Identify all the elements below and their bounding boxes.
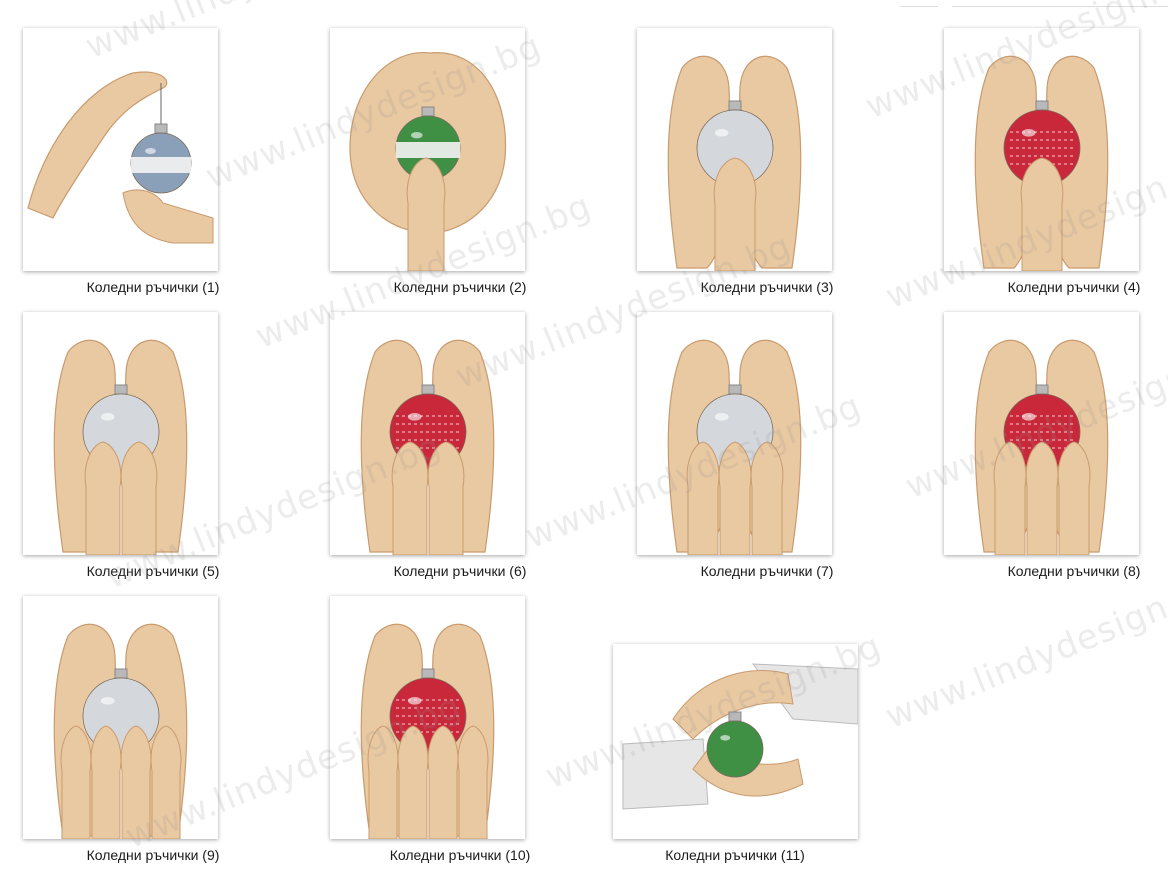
child-hand: [122, 189, 214, 244]
file-name-7[interactable]: Коледни ръчички (7): [700, 563, 834, 579]
ornament-cap: [1035, 384, 1049, 395]
ornament-cap: [728, 711, 742, 722]
file-name-1[interactable]: Коледни ръчички (1): [86, 279, 220, 295]
file-item-11[interactable]: Коледни ръчички (11): [582, 592, 888, 876]
child-hand: [367, 725, 399, 839]
file-item-10[interactable]: Коледни ръчички (10): [307, 592, 613, 876]
child-hand: [391, 441, 429, 555]
ornament-cap: [728, 100, 742, 111]
file-item-6[interactable]: Коледни ръчички (6): [307, 308, 613, 592]
ornament-highlight: [145, 148, 156, 154]
ornament-highlight: [407, 697, 422, 705]
ornament-ball: [706, 720, 764, 778]
ornament-highlight: [407, 413, 422, 421]
adult-hand: [27, 71, 168, 219]
file-name-8[interactable]: Коледни ръчички (8): [1007, 563, 1141, 579]
ornament-cap: [1035, 100, 1049, 111]
file-name-10[interactable]: Коледни ръчички (10): [389, 847, 531, 863]
artwork-11: [622, 663, 858, 810]
child-hand: [457, 725, 489, 839]
artwork-2: [349, 52, 507, 271]
artwork-6: [360, 339, 495, 555]
child-hand: [60, 725, 92, 839]
child-hand: [993, 441, 1027, 555]
artwork-1: [27, 71, 214, 244]
file-thumbnail-6[interactable]: [330, 312, 525, 555]
ornament-cap: [154, 123, 168, 134]
adult-hand-top: [672, 669, 794, 740]
child-hand: [713, 157, 757, 271]
artwork-10: [360, 623, 495, 839]
ornament-highlight: [100, 697, 115, 705]
file-thumbnail-2[interactable]: [330, 28, 525, 271]
child-hand: [150, 725, 182, 839]
toolbar-segment: [900, 0, 938, 7]
child-hand: [90, 725, 122, 839]
file-name-3[interactable]: Коледни ръчички (3): [700, 279, 834, 295]
child-hand: [120, 725, 152, 839]
file-thumbnail-8[interactable]: [944, 312, 1139, 555]
ornament-cap: [421, 668, 435, 679]
ornament-highlight: [100, 413, 115, 421]
ornament-cap: [421, 384, 435, 395]
child-hand: [750, 441, 784, 555]
file-name-5[interactable]: Коледни ръчички (5): [86, 563, 220, 579]
child-hand: [120, 441, 158, 555]
child-hand: [84, 441, 122, 555]
ornament-highlight: [714, 129, 729, 137]
ornament-highlight: [720, 735, 731, 741]
file-thumbnail-7[interactable]: [637, 312, 832, 555]
file-item-9[interactable]: Коледни ръчички (9): [0, 592, 306, 876]
child-hand: [1057, 441, 1091, 555]
file-name-11[interactable]: Коледни ръчички (11): [665, 847, 805, 863]
child-hand: [406, 157, 446, 271]
file-thumbnail-10[interactable]: [330, 596, 525, 839]
sweater-sleeve-bottom: [622, 738, 709, 810]
explorer-top-edge: [0, 0, 1168, 7]
ornament-highlight: [411, 132, 423, 139]
artwork-4: [974, 55, 1109, 271]
file-item-8[interactable]: Коледни ръчички (8): [921, 308, 1168, 592]
file-thumbnail-5[interactable]: [23, 312, 218, 555]
artwork-7: [667, 339, 802, 555]
file-name-2[interactable]: Коледни ръчички (2): [393, 279, 527, 295]
child-hand: [1020, 157, 1064, 271]
file-thumbnail-1[interactable]: [23, 28, 218, 271]
ornament-cap: [114, 668, 128, 679]
file-item-4[interactable]: Коледни ръчички (4): [921, 24, 1168, 308]
search-box-edge: [952, 0, 1168, 7]
file-item-3[interactable]: Коледни ръчички (3): [614, 24, 920, 308]
file-thumbnail-4[interactable]: [944, 28, 1139, 271]
ornament-cap: [421, 106, 435, 117]
child-hand: [397, 725, 429, 839]
ornament-band: [396, 142, 460, 158]
child-hand: [686, 441, 720, 555]
file-item-1[interactable]: Коледни ръчички (1): [0, 24, 306, 308]
ornament-highlight: [1021, 413, 1036, 421]
artwork-8: [974, 339, 1109, 555]
file-thumbnail-11[interactable]: [613, 644, 858, 839]
artwork-5: [53, 339, 188, 555]
file-thumbnail-9[interactable]: [23, 596, 218, 839]
ornament-highlight: [714, 413, 729, 421]
artwork-9: [53, 623, 188, 839]
child-hand: [427, 441, 465, 555]
artwork-3: [667, 55, 802, 271]
file-thumbnail-3[interactable]: [637, 28, 832, 271]
file-item-7[interactable]: Коледни ръчички (7): [614, 308, 920, 592]
file-name-6[interactable]: Коледни ръчички (6): [393, 563, 527, 579]
child-hand: [718, 441, 752, 555]
ornament-cap: [114, 384, 128, 395]
ornament-band: [131, 157, 191, 173]
file-name-4[interactable]: Коледни ръчички (4): [1007, 279, 1141, 295]
file-item-5[interactable]: Коледни ръчички (5): [0, 308, 306, 592]
child-hand: [1025, 441, 1059, 555]
file-name-9[interactable]: Коледни ръчички (9): [86, 847, 220, 863]
file-item-2[interactable]: Коледни ръчички (2): [307, 24, 613, 308]
child-hand: [427, 725, 459, 839]
ornament-cap: [728, 384, 742, 395]
ornament-highlight: [1021, 129, 1036, 137]
